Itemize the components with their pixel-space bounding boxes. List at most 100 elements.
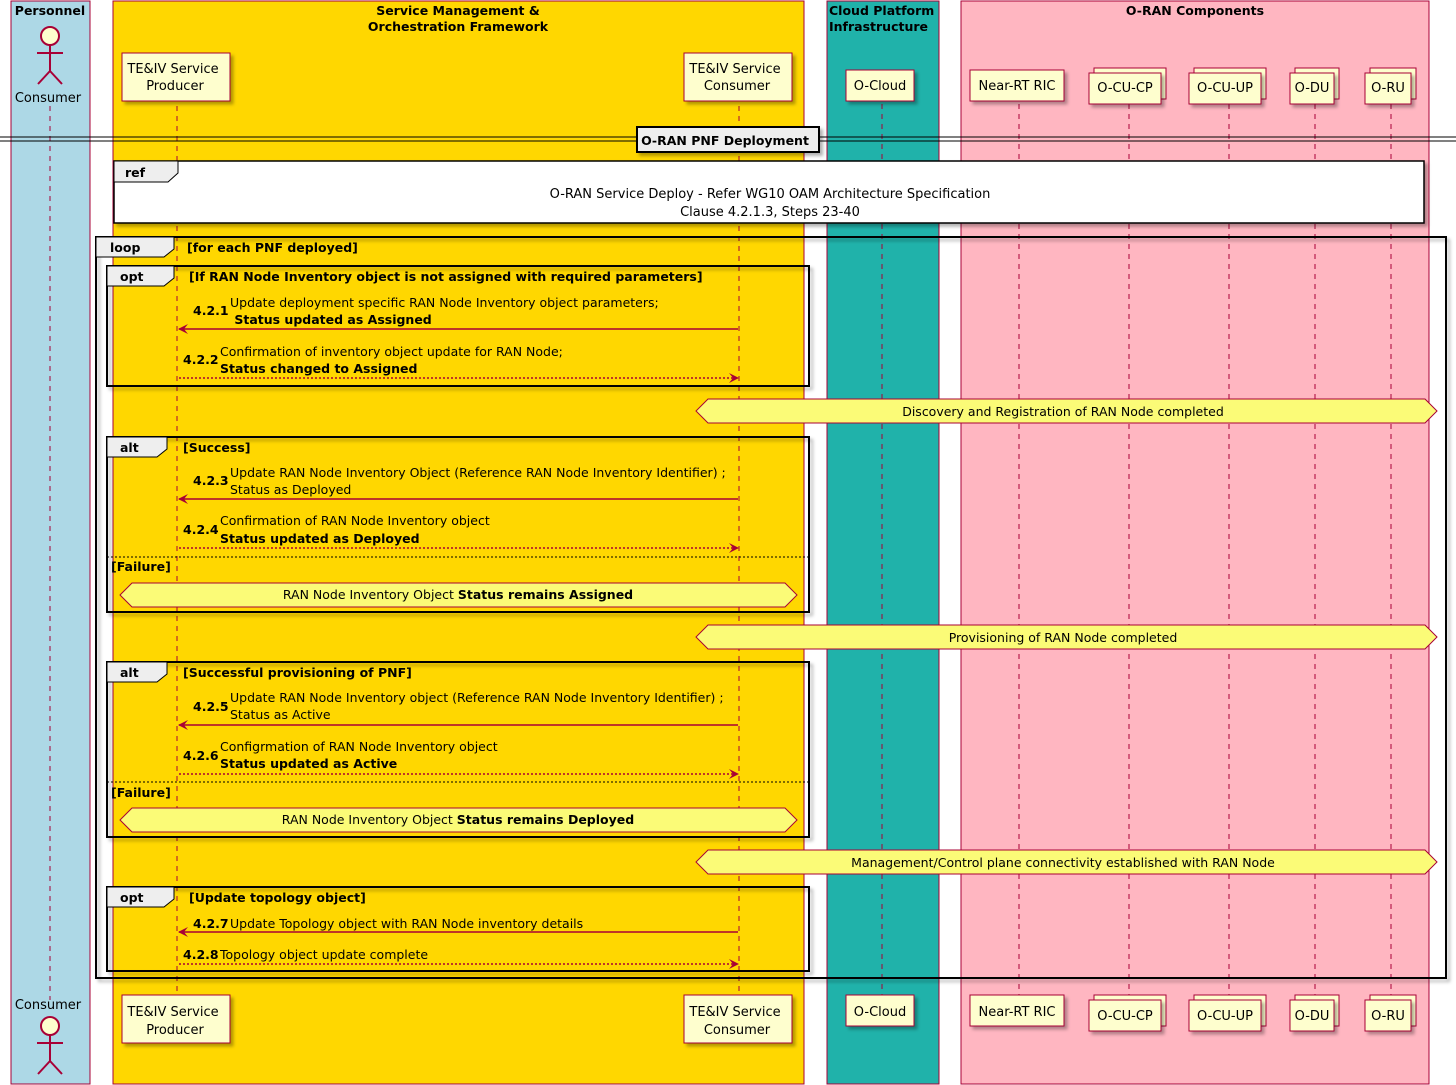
box-title-oran: O-RAN Components [1126, 3, 1264, 18]
participant-ocuup-bottom: O-CU-UP [1188, 994, 1267, 1032]
participant-oru-top: O-RU [1364, 67, 1417, 105]
participant-nearrt-bottom: Near-RT RIC [969, 994, 1065, 1027]
message-number: 4.2.2 [183, 352, 219, 367]
note-text-plain: RAN Node Inventory Object [282, 812, 457, 827]
message-line: Update RAN Node Inventory object (Refere… [230, 690, 724, 705]
notes: Discovery and Registration of RAN Node c… [119, 398, 1438, 875]
message-line: Status updated as Assigned [230, 312, 432, 327]
participant-label-odu: O-DU [1295, 81, 1330, 96]
note-text: RAN Node Inventory Object Status remains… [282, 812, 634, 827]
participant-label-producer-2: Producer [146, 1023, 204, 1038]
message-4-2-2: 4.2.2 Confirmation of inventory object u… [179, 344, 739, 383]
messages: 4.2.1 Update deployment specific RAN Nod… [178, 295, 739, 969]
participant-heads-bottom: Consumer TE&IV Service Producer TE&IV Se… [15, 994, 1417, 1075]
message-4-2-4: 4.2.4 Confirmation of RAN Node Inventory… [179, 513, 739, 553]
message-4-2-8: 4.2.8 Topology object update complete [179, 947, 739, 969]
participant-label-teiv-consumer-2: Consumer [704, 79, 771, 94]
note-text-bold: Status remains Assigned [458, 587, 633, 602]
note-discovery: Discovery and Registration of RAN Node c… [695, 398, 1438, 424]
opt1-keyword: opt [120, 269, 144, 284]
participant-teiv-consumer-top: TE&IV Service Consumer [683, 52, 793, 102]
opt-frame-1: opt [If RAN Node Inventory object is not… [106, 265, 810, 387]
note-remains-assigned: RAN Node Inventory Object Status remains… [119, 582, 798, 608]
participant-label-teiv-consumer-1: TE&IV Service [688, 1005, 780, 1020]
divider: O-RAN PNF Deployment [0, 126, 1456, 153]
message-line: Status updated as Active [220, 756, 397, 771]
box-title-cloud-line2: Infrastructure [829, 19, 928, 34]
note-text: Provisioning of RAN Node completed [949, 630, 1178, 645]
alt2-keyword: alt [120, 665, 139, 680]
participant-label-ocuup: O-CU-UP [1197, 81, 1253, 96]
message-number: 4.2.4 [183, 522, 219, 537]
ref-keyword: ref [125, 165, 146, 180]
box-personnel [10, 0, 91, 1085]
box-title-personnel: Personnel [15, 3, 85, 18]
alt-frame-2: alt [Successful provisioning of PNF] [Fa… [106, 661, 810, 838]
message-number: 4.2.5 [193, 699, 229, 714]
participant-label-odu: O-DU [1295, 1009, 1330, 1024]
message-4-2-7: 4.2.7 Update Topology object with RAN No… [178, 916, 738, 937]
opt2-guard: [Update topology object] [189, 890, 366, 905]
participant-label-producer-1: TE&IV Service [126, 1005, 218, 1020]
message-line: Topology object update complete [219, 947, 428, 962]
actor-consumer-top: Consumer [15, 26, 82, 106]
message-4-2-3: 4.2.3 Update RAN Node Inventory Object (… [178, 465, 738, 504]
opt2-keyword: opt [120, 890, 144, 905]
participant-teiv-consumer-bottom: TE&IV Service Consumer [683, 994, 793, 1044]
ref-line-2: Clause 4.2.1.3, Steps 23-40 [680, 205, 860, 220]
participant-heads-top: Consumer TE&IV Service Producer TE&IV Se… [15, 26, 1417, 106]
ref-frame: ref O-RAN Service Deploy - Refer WG10 OA… [113, 160, 1425, 224]
participant-producer-bottom: TE&IV Service Producer [121, 994, 231, 1044]
actor-consumer-bottom: Consumer [15, 998, 82, 1075]
actor-head-icon [40, 26, 60, 46]
alt2-guard: [Successful provisioning of PNF] [183, 665, 412, 680]
message-line: Status as Active [230, 707, 331, 722]
loop-guard: [for each PNF deployed] [187, 240, 358, 255]
message-line: Update Topology object with RAN Node inv… [230, 916, 583, 931]
divider-label: O-RAN PNF Deployment [641, 133, 809, 148]
participant-ocloud-bottom: O-Cloud [845, 994, 915, 1027]
participant-ocuup-top: O-CU-UP [1188, 67, 1267, 105]
note-text-bold: Status remains Deployed [457, 812, 634, 827]
opt-frame-2: opt [Update topology object] [106, 886, 810, 972]
participant-oru-bottom: O-RU [1364, 994, 1417, 1032]
participant-label-ocucp: O-CU-CP [1097, 81, 1153, 96]
alt1-else-guard: [Failure] [111, 559, 171, 574]
opt1-guard: [If RAN Node Inventory object is not ass… [189, 269, 703, 284]
participant-label-oru: O-RU [1371, 81, 1405, 96]
participant-label-ocuup: O-CU-UP [1197, 1009, 1253, 1024]
participant-producer-top: TE&IV Service Producer [121, 52, 231, 102]
message-line: Status changed to Assigned [220, 361, 417, 376]
participant-ocloud-top: O-Cloud [845, 69, 915, 102]
message-line: Update deployment specific RAN Node Inve… [230, 295, 659, 310]
participant-label-teiv-consumer-2: Consumer [704, 1023, 771, 1038]
message-number: 4.2.7 [193, 916, 229, 931]
participant-label-teiv-consumer-1: TE&IV Service [688, 62, 780, 77]
message-number: 4.2.3 [193, 473, 229, 488]
participant-label-ocloud: O-Cloud [854, 79, 906, 94]
participant-ocucp-top: O-CU-CP [1088, 67, 1167, 105]
message-number: 4.2.8 [183, 947, 219, 962]
participant-label-ocloud: O-Cloud [854, 1005, 906, 1020]
ref-line-1: O-RAN Service Deploy - Refer WG10 OAM Ar… [550, 187, 991, 202]
participant-nearrt-top: Near-RT RIC [969, 69, 1065, 102]
message-line: Status updated as Deployed [220, 531, 420, 546]
participant-label-oru: O-RU [1371, 1009, 1405, 1024]
participant-odu-bottom: O-DU [1289, 994, 1340, 1032]
note-mgmt-connectivity: Management/Control plane connectivity es… [695, 849, 1438, 875]
loop-frame: loop [for each PNF deployed] [95, 236, 1447, 979]
alt1-guard: [Success] [183, 440, 251, 455]
box-title-smo-line1: Service Management & [376, 3, 540, 18]
loop-keyword: loop [110, 240, 140, 255]
note-text: Discovery and Registration of RAN Node c… [902, 404, 1224, 419]
note-text: Management/Control plane connectivity es… [851, 855, 1275, 870]
note-text: RAN Node Inventory Object Status remains… [283, 587, 633, 602]
note-provisioning: Provisioning of RAN Node completed [695, 624, 1438, 650]
message-4-2-6: 4.2.6 Configrmation of RAN Node Inventor… [179, 739, 739, 779]
message-line: Status as Deployed [230, 482, 351, 497]
participant-label-nearrt: Near-RT RIC [979, 1005, 1056, 1020]
alt2-else-guard: [Failure] [111, 785, 171, 800]
box-title-smo-line2: Orchestration Framework [368, 19, 549, 34]
actor-head-icon [40, 1016, 60, 1036]
